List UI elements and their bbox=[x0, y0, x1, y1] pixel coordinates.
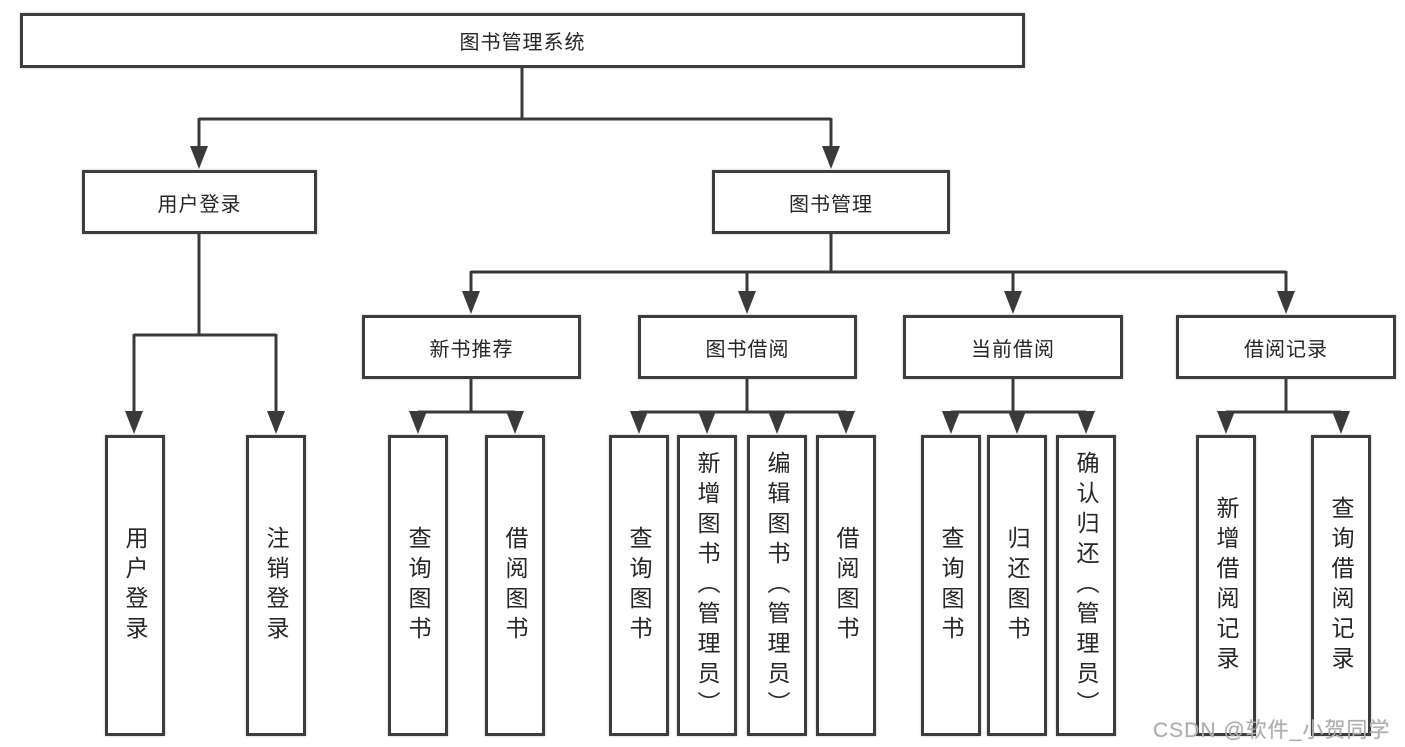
leaf-label: 编辑图书（管理员） bbox=[764, 450, 790, 721]
leaf-label: 注销登录 bbox=[263, 525, 289, 646]
leaf-query-borrow-record: 查询借阅记录 bbox=[1311, 435, 1371, 736]
node-label: 图书借阅 bbox=[705, 338, 790, 361]
node-label: 图书管理系统 bbox=[459, 32, 586, 54]
leaf-label: 新增借阅记录 bbox=[1213, 495, 1239, 676]
leaf-label: 确认归还（管理员） bbox=[1073, 450, 1099, 721]
node-label: 当前借阅 bbox=[971, 338, 1055, 361]
node-library-management-system: 图书管理系统 bbox=[20, 13, 1025, 68]
node-label: 新书推荐 bbox=[429, 338, 514, 361]
leaf-edit-books-admin: 编辑图书（管理员） bbox=[747, 435, 807, 736]
leaf-label: 借阅图书 bbox=[502, 525, 528, 646]
leaf-add-books-admin: 新增图书（管理员） bbox=[677, 435, 737, 736]
node-book-borrowing: 图书借阅 bbox=[638, 315, 857, 379]
leaf-label: 查询图书 bbox=[626, 525, 652, 646]
leaf-return-books: 归还图书 bbox=[987, 435, 1047, 736]
node-new-book-recommend: 新书推荐 bbox=[362, 315, 581, 379]
leaf-user-login: 用户登录 bbox=[105, 435, 165, 736]
node-borrowing-records: 借阅记录 bbox=[1176, 315, 1396, 379]
node-label: 借阅记录 bbox=[1244, 338, 1328, 361]
leaf-logout: 注销登录 bbox=[246, 435, 306, 736]
csdn-watermark: CSDN @软件_小贺同学 bbox=[1153, 719, 1391, 742]
leaf-label: 新增图书（管理员） bbox=[694, 450, 720, 721]
node-label: 图书管理 bbox=[789, 193, 873, 216]
leaf-label: 查询图书 bbox=[405, 525, 431, 646]
leaf-query-books-borrowing: 查询图书 bbox=[609, 435, 669, 736]
node-current-borrowing: 当前借阅 bbox=[903, 315, 1123, 379]
leaf-query-books-current: 查询图书 bbox=[921, 435, 981, 736]
leaf-label: 用户登录 bbox=[122, 525, 148, 646]
leaf-label: 查询图书 bbox=[938, 525, 964, 646]
leaf-query-books-recommend: 查询图书 bbox=[388, 435, 448, 736]
leaf-label: 查询借阅记录 bbox=[1328, 495, 1354, 676]
node-book-management: 图书管理 bbox=[712, 170, 950, 234]
leaf-label: 归还图书 bbox=[1004, 525, 1030, 646]
leaf-add-borrow-record: 新增借阅记录 bbox=[1196, 435, 1256, 736]
leaf-confirm-return-admin: 确认归还（管理员） bbox=[1056, 435, 1116, 736]
leaf-borrow-books-recommend: 借阅图书 bbox=[485, 435, 545, 736]
leaf-borrow-books: 借阅图书 bbox=[816, 435, 876, 736]
leaf-label: 借阅图书 bbox=[833, 525, 859, 646]
node-label: 用户登录 bbox=[157, 193, 242, 216]
node-user-login: 用户登录 bbox=[82, 170, 317, 234]
